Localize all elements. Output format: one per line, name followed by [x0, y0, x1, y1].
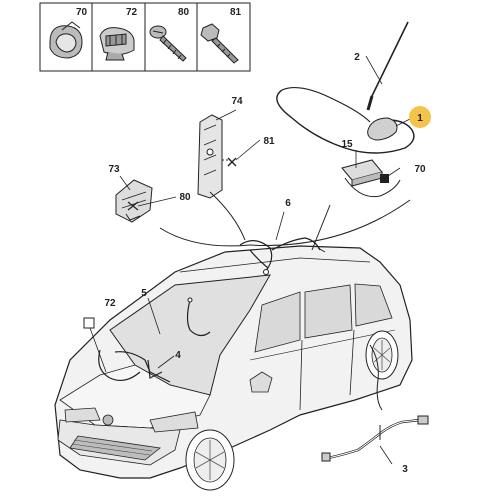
legend-cell-70: 70	[49, 7, 88, 59]
callout-72-square	[83, 317, 95, 329]
front-harness	[98, 349, 141, 382]
legend-number-80: 80	[178, 7, 190, 18]
car-illustration	[54, 245, 413, 491]
callout-1-label: 1	[417, 113, 423, 124]
callout-1-highlight	[409, 106, 431, 128]
legend-number-70: 70	[76, 7, 88, 18]
legend-cell-81: 81	[200, 7, 242, 64]
callout-3-label: 3	[402, 464, 408, 475]
callout-73-label: 73	[108, 164, 120, 175]
callout-72: 72	[83, 298, 116, 329]
leader-lines	[89, 55, 413, 465]
actuator-assembly	[115, 179, 153, 223]
clip-icon	[49, 21, 83, 59]
callout-72-label: 72	[104, 298, 116, 309]
legend-cell-72: 72	[99, 7, 138, 61]
callout-4-label: 4	[175, 350, 181, 361]
callout-81-label: 81	[263, 136, 275, 147]
bolt-icon	[200, 23, 239, 64]
legend-cell-80: 80	[149, 7, 190, 62]
roof-harness	[239, 237, 321, 275]
callout-74-label: 74	[231, 96, 243, 107]
callout-80-label: 80	[179, 192, 191, 203]
callout-70-label: 70	[414, 164, 426, 175]
legend-table: 70 72 80	[39, 2, 251, 72]
callout-6-label: 6	[285, 198, 291, 209]
callout-5-label: 5	[141, 288, 147, 299]
zoom-arcs	[159, 191, 411, 253]
rear-wheel	[365, 330, 399, 380]
antenna-assembly	[276, 21, 415, 198]
windshield-harness	[114, 297, 211, 383]
front-wheel	[185, 429, 235, 491]
bracket-assembly	[197, 114, 237, 199]
clip-70-square	[380, 174, 389, 183]
screw-icon	[149, 25, 187, 62]
callout-1: 1	[409, 106, 431, 128]
door-harness	[321, 344, 429, 462]
callout-2-label: 2	[354, 52, 360, 63]
callout-15-label: 15	[341, 139, 353, 150]
grommet-clip-icon	[99, 27, 135, 61]
legend-number-81: 81	[230, 7, 242, 18]
legend-number-72: 72	[126, 7, 138, 18]
